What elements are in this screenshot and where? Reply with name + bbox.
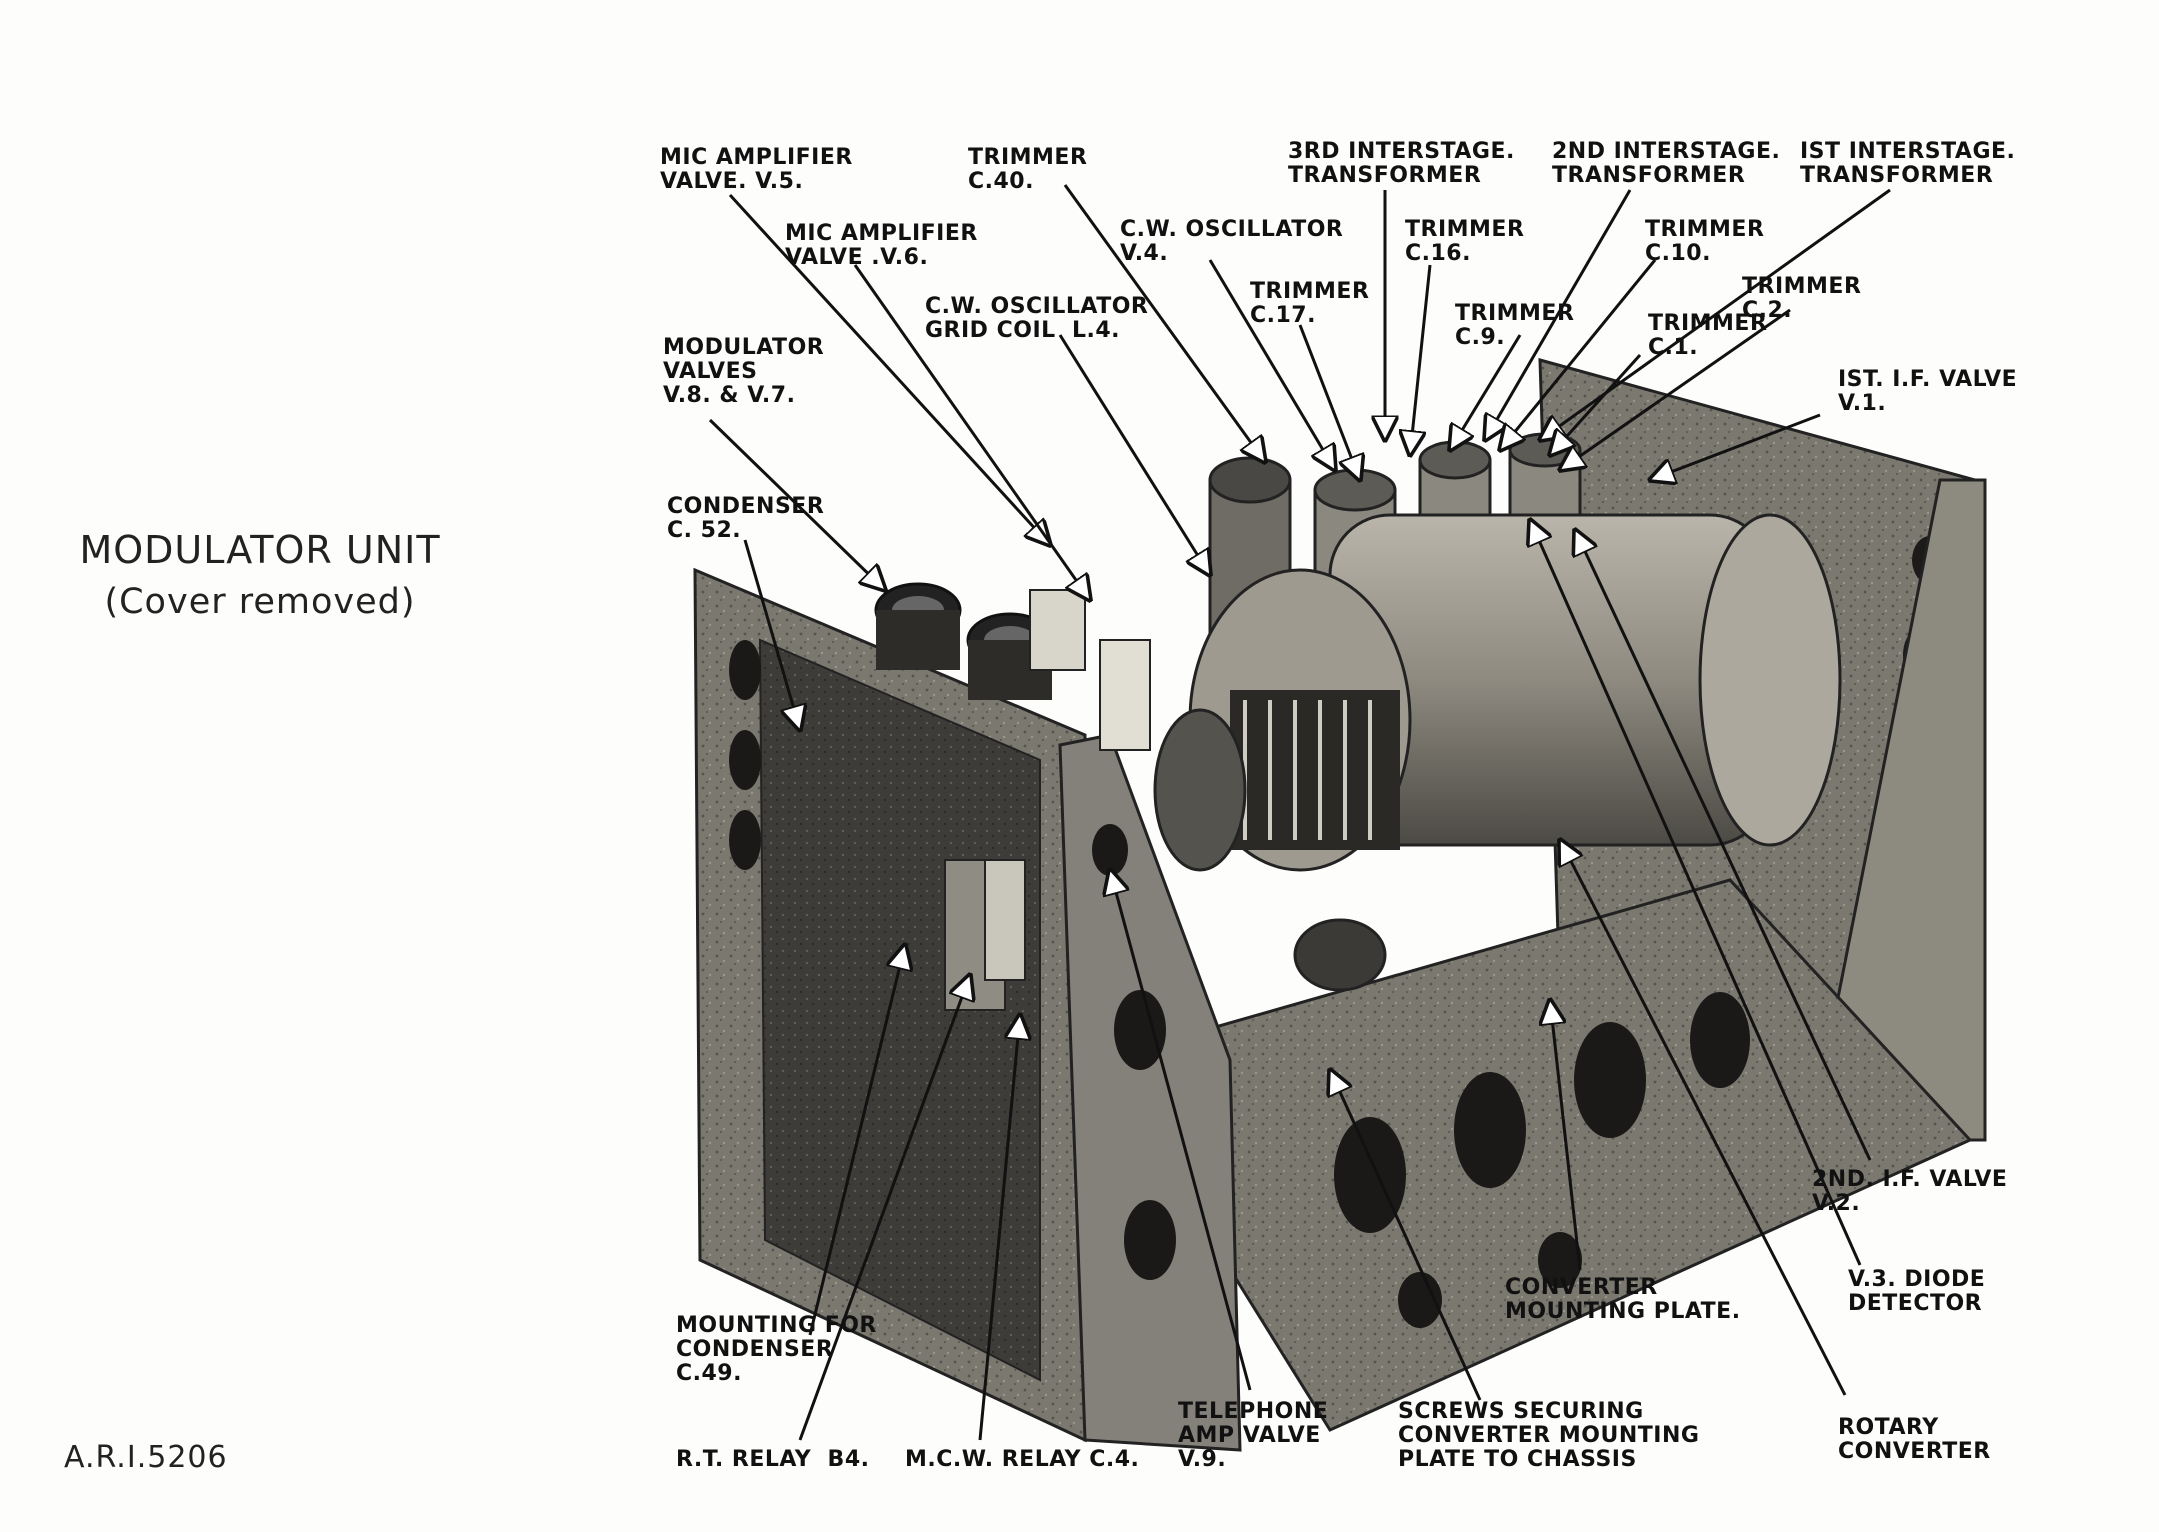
callout-mcw-relay: M.C.W. RELAY C.4. [905,1447,1140,1472]
callout-trimmer-c10: TRIMMER C.10. [1645,217,1765,266]
callout-condenser-c52: CONDENSER C. 52. [667,494,825,543]
callout-cw-osc-grid-coil: C.W. OSCILLATOR GRID COIL L.4. [925,294,1149,343]
title-line-1: MODULATOR UNIT [79,528,441,572]
pointer-arrows [708,184,1891,1441]
left-frame-opening [758,638,1041,1382]
callout-trimmer-c17: TRIMMER C.17. [1250,279,1370,328]
callout-second-interstage: 2ND INTERSTAGE. TRANSFORMER [1552,139,1781,188]
callout-first-interstage: IST INTERSTAGE. TRANSFORMER [1800,139,2016,188]
callout-mic-amp-v6: MIC AMPLIFIER VALVE .V.6. [785,221,978,270]
callout-cw-osc-v4: C.W. OSCILLATOR V.4. [1120,217,1344,266]
right-end-bracket [1808,478,1987,1142]
callout-trimmer-c16: TRIMMER C.16. [1405,217,1525,266]
callout-second-if-valve: 2ND. I.F. VALVE V.2. [1812,1167,2008,1216]
callout-mic-amp-v5: MIC AMPLIFIER VALVE. V.5. [660,145,853,194]
callout-rt-relay: R.T. RELAY B4. [676,1447,870,1472]
relay-coil [984,859,1026,981]
modulator-valves-group [874,582,1054,700]
rotary-converter-body [1153,513,1842,992]
reference-number: A.R.I.5206 [64,1440,228,1475]
callout-converter-plate: CONVERTER MOUNTING PLATE. [1505,1275,1741,1324]
callout-telephone-amp: TELEPHONE AMP VALVE V.9. [1178,1399,1329,1472]
callout-trimmer-c1: TRIMMER C.1. [1648,311,1768,360]
callout-trimmer-c9: TRIMMER C.9. [1455,301,1575,350]
callout-v3-diode: V.3. DIODE DETECTOR [1848,1267,1986,1316]
callout-rotary-converter: ROTARY CONVERTER [1838,1415,1991,1464]
callout-modulator-valves: MODULATOR VALVES V.8. & V.7. [663,335,825,408]
mic-amplifier-valves [1029,589,1086,671]
callout-mounting-c49: MOUNTING FOR CONDENSER C.49. [676,1313,877,1386]
telephone-valve-can [1099,639,1151,751]
title-line-2: (Cover removed) [104,582,416,622]
figure-title: MODULATOR UNIT (Cover removed) [40,528,480,622]
callout-third-interstage: 3RD INTERSTAGE. TRANSFORMER [1288,139,1515,188]
callout-trimmer-c40: TRIMMER C.40. [968,145,1088,194]
callout-screws-securing: SCREWS SECURING CONVERTER MOUNTING PLATE… [1398,1399,1700,1472]
chassis-base-front [1097,878,1973,1432]
callout-first-if-valve: IST. I.F. VALVE V.1. [1838,367,2018,416]
callout-trimmer-c2: TRIMMER C.2. [1742,274,1862,323]
